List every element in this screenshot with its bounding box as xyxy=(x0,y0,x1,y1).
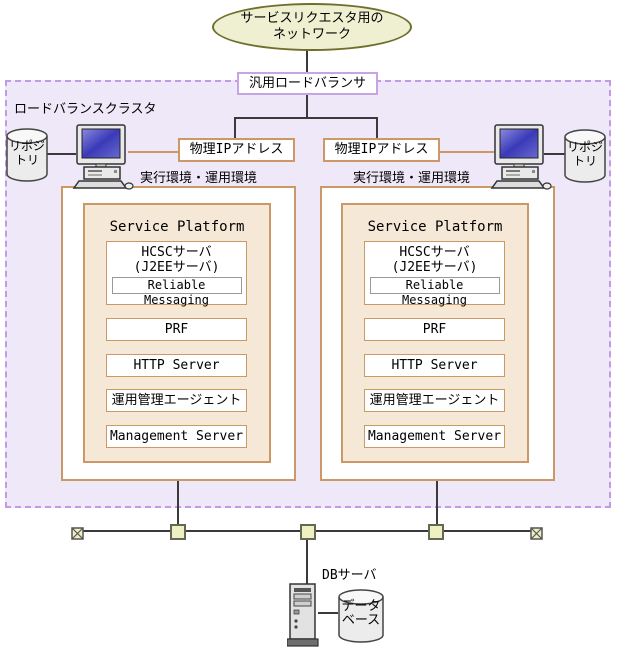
connector-env-right-to-bus xyxy=(436,481,438,526)
physical-ip-box-left: 物理IPアドレス xyxy=(178,138,295,162)
connector-bus-to-db xyxy=(306,538,308,585)
http-server-box: HTTP Server xyxy=(106,354,247,377)
network-label-line1: サービスリクエスタ用の xyxy=(240,11,384,26)
ops-agent-box: 運用管理エージェント xyxy=(106,389,247,412)
repository-label-right: リポジ トリ xyxy=(566,140,603,168)
generic-load-balancer-box: 汎用ロードバランサ xyxy=(237,72,378,95)
connector-t-left-drop xyxy=(234,117,236,138)
link-computer-to-ip-left xyxy=(128,151,180,153)
hcsc-line2: (J2EEサーバ) xyxy=(391,260,478,275)
connector-t-right-drop xyxy=(376,117,378,138)
repository-cylinder-left: リポジ トリ xyxy=(5,127,49,187)
hcsc-server-box: HCSCサーバ (J2EEサーバ) Reliable Messaging xyxy=(364,241,505,307)
service-requester-network-ellipse: サービスリクエスタ用の ネットワーク xyxy=(212,3,412,51)
network-node-square-left xyxy=(170,524,186,540)
ops-agent-box: 運用管理エージェント xyxy=(364,389,505,412)
prf-box: PRF xyxy=(106,318,247,341)
reliable-messaging-box: Reliable Messaging xyxy=(111,277,242,307)
cluster-label: ロードバランスクラスタ xyxy=(14,102,157,117)
hcsc-line1: HCSCサーバ xyxy=(399,245,470,260)
computer-icon-left xyxy=(70,124,134,194)
link-repo-computer-left xyxy=(44,153,76,155)
network-node-square-center xyxy=(300,524,316,540)
hcsc-server-box: HCSCサーバ (J2EEサーバ) Reliable Messaging xyxy=(106,241,247,307)
hcsc-line1: HCSCサーバ xyxy=(141,245,212,260)
connector-env-left-to-bus xyxy=(177,481,179,526)
env-label-right: 実行環境・運用環境 xyxy=(353,171,471,186)
link-computer-repo-right xyxy=(544,153,568,155)
db-server-label: DBサーバ xyxy=(322,568,377,583)
network-node-square-right xyxy=(428,524,444,540)
management-server-box: Management Server xyxy=(364,425,505,448)
database-label: データ ベース xyxy=(341,599,381,628)
management-server-box: Management Server xyxy=(106,425,247,448)
connector-lb-down xyxy=(306,93,308,119)
link-ip-to-computer-right xyxy=(438,151,494,153)
repository-label-left: リポジ トリ xyxy=(8,139,45,167)
prf-box: PRF xyxy=(364,318,505,341)
database-cylinder: データ ベース xyxy=(337,588,385,647)
repository-cylinder-right: リポジ トリ xyxy=(563,128,607,188)
connector-network-to-lb xyxy=(306,47,308,74)
cylinder-icon xyxy=(564,129,606,183)
cylinder-icon xyxy=(6,128,48,182)
computer-icon-right xyxy=(488,124,552,194)
network-terminator-x-icon-right xyxy=(530,525,543,544)
connector-t-horizontal xyxy=(234,117,378,119)
service-platform-right: Service Platform HCSCサーバ (J2EEサーバ) Relia… xyxy=(341,203,529,463)
http-server-box: HTTP Server xyxy=(364,354,505,377)
tower-server-icon xyxy=(286,583,321,647)
link-server-to-database xyxy=(318,612,338,614)
cylinder-icon xyxy=(338,589,384,643)
platform-title: Service Platform xyxy=(367,219,503,235)
platform-title: Service Platform xyxy=(109,219,245,235)
service-platform-left: Service Platform HCSCサーバ (J2EEサーバ) Relia… xyxy=(83,203,271,463)
env-label-left: 実行環境・運用環境 xyxy=(140,171,258,186)
hcsc-line2: (J2EEサーバ) xyxy=(133,260,220,275)
network-terminator-x-icon-left xyxy=(71,525,84,544)
reliable-messaging-box: Reliable Messaging xyxy=(369,277,500,307)
physical-ip-box-right: 物理IPアドレス xyxy=(323,138,440,162)
network-label-line2: ネットワーク xyxy=(272,27,351,42)
